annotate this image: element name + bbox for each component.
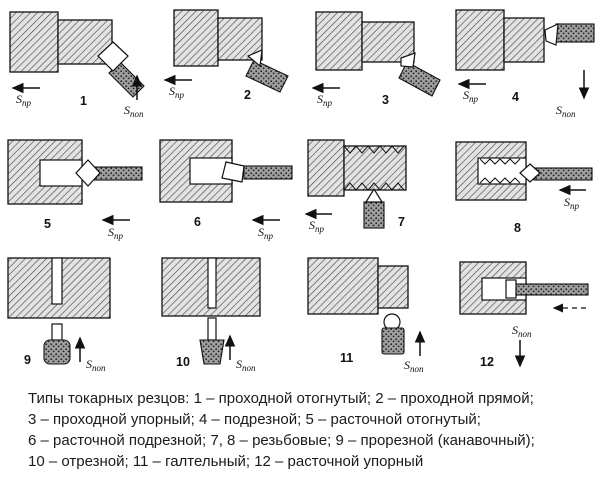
figure-6: 6 Sпр	[150, 132, 300, 248]
figure-7-drawing: Sпр 7	[304, 139, 407, 234]
figure-1-drawing: Sпр 1 Sпоп	[9, 11, 145, 119]
figure-4-drawing: Sпр 4 Sпоп	[455, 9, 595, 119]
figure-number: 1	[80, 94, 87, 108]
figure-11-drawing: 11 Sпоп	[307, 257, 426, 374]
figure-number: 11	[340, 351, 353, 365]
workpiece	[307, 139, 407, 197]
cut-slot	[207, 257, 217, 309]
workpiece	[9, 11, 113, 73]
figure-number: 5	[44, 217, 51, 231]
figure-3-drawing: Sпр 3	[311, 11, 441, 108]
feed-label-transverse: Sпоп	[556, 103, 576, 119]
caption-line-2: 3 – проходной упорный; 4 – подрезной; 5 …	[28, 411, 481, 428]
workpiece	[455, 141, 527, 201]
figure-7: Sпр 7	[300, 132, 450, 248]
cutting-tool	[544, 23, 595, 46]
cutting-tool	[75, 159, 143, 187]
figure-11: 11 Sпоп	[300, 248, 450, 376]
figure-10: 10 Sпоп	[150, 248, 300, 376]
figures-grid: Sпр 1 Sпоп Sпр 2	[0, 0, 600, 376]
figure-2-drawing: Sпр 2	[163, 9, 289, 102]
figure-3: Sпр 3	[300, 0, 450, 132]
workpiece	[455, 9, 545, 71]
figure-9: 9 Sпоп	[0, 248, 150, 376]
figure-5: 5 Sпр	[0, 132, 150, 248]
caption: Типы токарных резцов: 1 – проходной отог…	[0, 376, 600, 472]
workpiece	[7, 139, 83, 205]
workpiece	[7, 257, 111, 319]
bore	[39, 159, 83, 187]
feed-label-longitudinal: Sпр	[317, 92, 333, 108]
figure-2: Sпр 2	[150, 0, 300, 132]
figure-number: 2	[244, 88, 251, 102]
cutting-tool	[199, 317, 225, 365]
feed-label-longitudinal: Sпр	[564, 195, 580, 211]
cutting-tool	[505, 279, 589, 299]
feed-label-transverse: Sпоп	[404, 358, 424, 374]
workpiece	[315, 11, 415, 71]
groove	[51, 257, 63, 305]
workpiece	[159, 139, 233, 203]
workpiece	[307, 257, 409, 315]
figure-10-drawing: 10 Sпоп	[161, 257, 261, 373]
figure-12: 12 Sпоп	[450, 248, 600, 376]
figure-number: 4	[512, 90, 519, 104]
caption-line-4: 10 – отрезной; 11 – галтельный; 12 – рас…	[28, 453, 424, 470]
workpiece	[161, 257, 261, 317]
cutting-tool	[381, 313, 405, 355]
feed-label-transverse: Sпоп	[512, 323, 532, 339]
thread-profile	[479, 177, 521, 184]
bore	[477, 157, 527, 185]
feed-label-longitudinal: Sпр	[108, 225, 124, 241]
figure-number: 9	[24, 353, 31, 367]
figure-9-drawing: 9 Sпоп	[7, 257, 111, 373]
figure-4: Sпр 4 Sпоп	[450, 0, 600, 132]
figure-number: 10	[176, 355, 190, 369]
cutting-tool	[43, 323, 71, 365]
figure-12-drawing: 12 Sпоп	[459, 261, 589, 369]
cutting-tool	[245, 49, 289, 93]
cutting-tool	[519, 163, 593, 183]
figure-8-drawing: 8 Sпр	[455, 141, 593, 235]
figure-number: 12	[480, 355, 494, 369]
caption-line-1: Типы токарных резцов: 1 – проходной отог…	[28, 390, 534, 407]
feed-label-longitudinal: Sпр	[309, 218, 325, 234]
feed-label-longitudinal: Sпр	[16, 92, 32, 108]
figure-number: 3	[382, 93, 389, 107]
thread-profile	[343, 182, 405, 191]
figure-1: Sпр 1 Sпоп	[0, 0, 150, 132]
thread-profile	[479, 158, 521, 165]
cutting-tool	[398, 52, 441, 97]
figure-number: 7	[398, 215, 405, 229]
feed-label-transverse: Sпоп	[124, 103, 144, 119]
feed-label-transverse: Sпоп	[86, 357, 106, 373]
figure-6-drawing: 6 Sпр	[159, 139, 293, 241]
feed-label-longitudinal: Sпр	[169, 84, 185, 100]
thread-profile	[343, 145, 405, 154]
figure-5-drawing: 5 Sпр	[7, 139, 143, 241]
feed-label-longitudinal: Sпр	[463, 88, 479, 104]
cutting-tool	[363, 187, 385, 229]
workpiece	[173, 9, 263, 67]
caption-line-3: 6 – расточной подрезной; 7, 8 – резьбовы…	[28, 432, 535, 449]
feed-label-longitudinal: Sпр	[258, 225, 274, 241]
cutting-tool	[221, 161, 293, 183]
feed-label-transverse: Sпоп	[236, 357, 256, 373]
figure-number: 6	[194, 215, 201, 229]
figure-8: 8 Sпр	[450, 132, 600, 248]
figure-number: 8	[514, 221, 521, 235]
